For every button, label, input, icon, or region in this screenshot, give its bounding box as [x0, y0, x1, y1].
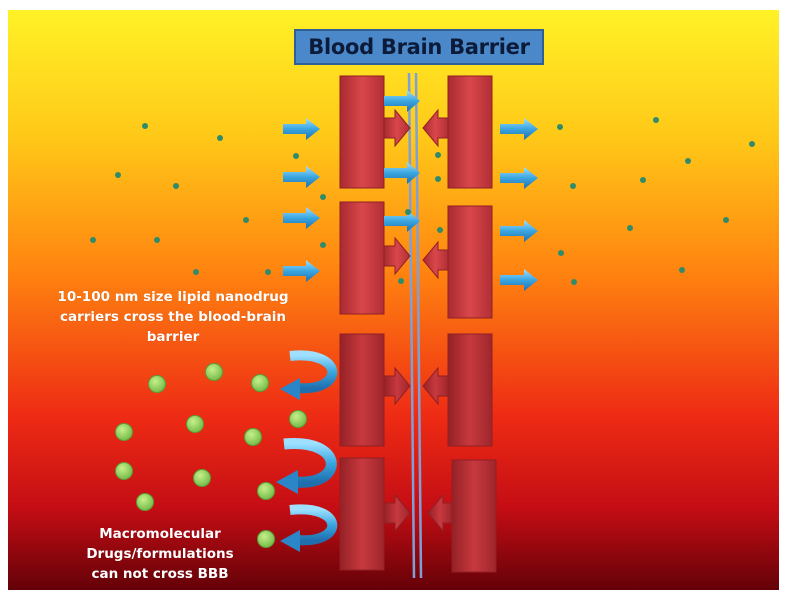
small-particle [558, 250, 564, 256]
left-cell-2 [340, 202, 384, 314]
small-particle [142, 123, 148, 129]
small-particle [437, 227, 443, 233]
large-particle [116, 463, 133, 480]
large-particle [116, 424, 133, 441]
crossing-label-line-3: barrier [48, 327, 298, 347]
small-particle [435, 152, 441, 158]
large-particle [258, 483, 275, 500]
crossing-label: 10-100 nm size lipid nanodrug carriers c… [48, 287, 298, 347]
small-particle [115, 172, 121, 178]
title-banner: Blood Brain Barrier [294, 29, 544, 65]
small-particle [435, 176, 441, 182]
small-particle [243, 217, 249, 223]
small-particle [723, 217, 729, 223]
small-particle [557, 124, 563, 130]
diagram-title: Blood Brain Barrier [308, 35, 529, 59]
right-cell-1 [448, 76, 492, 188]
small-particle [90, 237, 96, 243]
small-particle [405, 209, 411, 215]
small-particle [265, 269, 271, 275]
small-particle [679, 267, 685, 273]
large-particle [149, 376, 166, 393]
small-particle [173, 183, 179, 189]
small-particle [685, 158, 691, 164]
large-particle [194, 470, 211, 487]
large-particle [252, 375, 269, 392]
large-particle [137, 494, 154, 511]
small-particle [749, 141, 755, 147]
large-particle [206, 364, 223, 381]
right-cell-4 [452, 460, 496, 572]
large-particle [245, 429, 262, 446]
right-cell-3 [448, 334, 492, 446]
small-particle [653, 117, 659, 123]
crossing-label-line-1: 10-100 nm size lipid nanodrug [48, 287, 298, 307]
blocked-label-line-3: can not cross BBB [60, 564, 260, 584]
right-cell-2 [448, 206, 492, 318]
small-particle [571, 279, 577, 285]
large-particle [187, 416, 204, 433]
small-particle [570, 183, 576, 189]
small-particle [320, 194, 326, 200]
left-cell-4 [340, 458, 384, 570]
small-particle [193, 269, 199, 275]
blocked-label-line-1: Macromolecular [60, 524, 260, 544]
crossing-label-line-2: carriers cross the blood-brain [48, 307, 298, 327]
blocked-label-line-2: Drugs/formulations [60, 544, 260, 564]
small-particle [320, 242, 326, 248]
small-particle [217, 135, 223, 141]
small-particle [627, 225, 633, 231]
large-particle [258, 531, 275, 548]
blocked-label: Macromolecular Drugs/formulations can no… [60, 524, 260, 584]
small-particle [398, 278, 404, 284]
left-cell-3 [340, 334, 384, 446]
large-particle [290, 411, 307, 428]
small-particle [640, 177, 646, 183]
left-cell-1 [340, 76, 384, 188]
small-particle [293, 153, 299, 159]
small-particle [154, 237, 160, 243]
